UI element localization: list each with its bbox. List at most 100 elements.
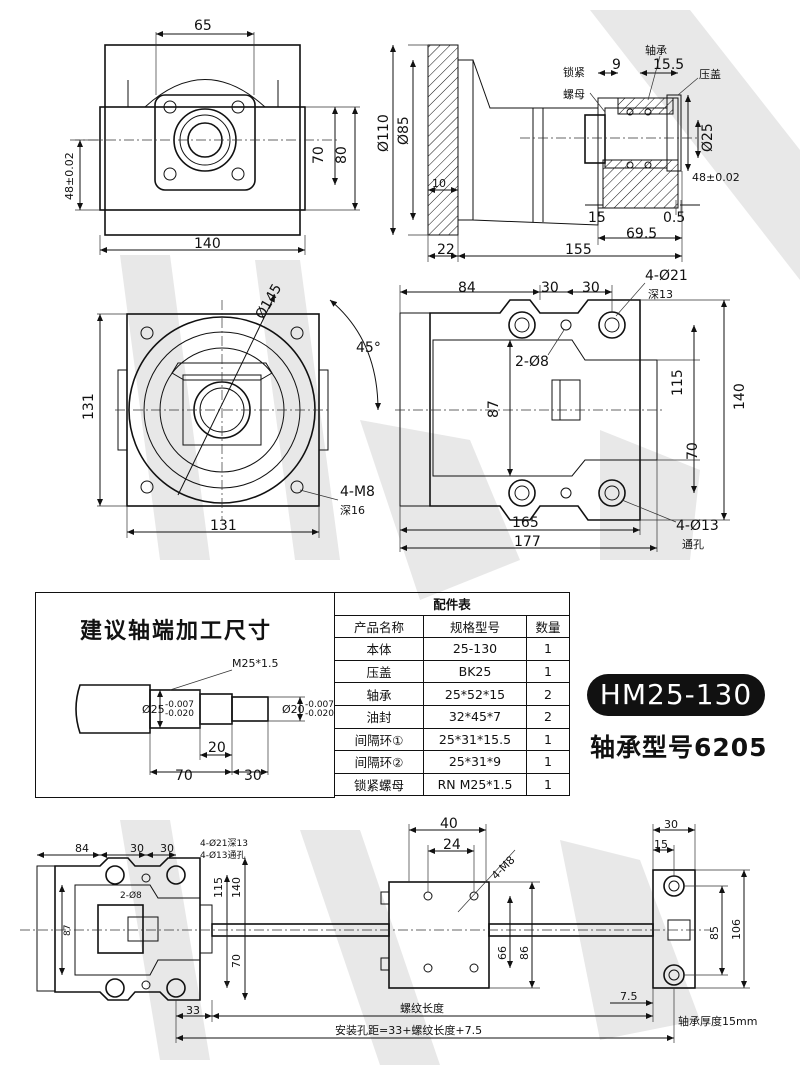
label-cover: 压盖 xyxy=(699,67,721,81)
cell: 压盖 xyxy=(334,659,424,684)
dim-0-5: 0.5 xyxy=(663,210,685,226)
suggest-title: 建议轴端加工尺寸 xyxy=(80,619,273,644)
col-qty: 数量 xyxy=(526,614,570,639)
dim-d25: Ø25 xyxy=(700,123,716,152)
dim-22: 22 xyxy=(437,242,455,258)
shaft-len70: 70 xyxy=(175,768,193,784)
asm-106: 106 xyxy=(730,919,743,940)
dim-45deg: 45° xyxy=(356,340,381,356)
asm-66: 66 xyxy=(496,946,509,960)
cell: 2 xyxy=(526,704,570,729)
asm-15: 15 xyxy=(654,838,668,851)
label-m8-depth: 深16 xyxy=(340,504,365,517)
cell: 25*52*15 xyxy=(423,682,527,706)
cell: 1 xyxy=(526,637,570,661)
asm-30: 30 xyxy=(664,818,678,831)
cell: 25-130 xyxy=(423,637,527,661)
cell: 25*31*9 xyxy=(423,750,527,774)
col-spec: 规格型号 xyxy=(423,614,527,639)
shaft-d25: Ø25 xyxy=(142,703,165,716)
dim-10: 10 xyxy=(432,177,446,190)
dim-131v: 131 xyxy=(81,393,97,420)
parts-caption: 配件表 xyxy=(334,592,570,616)
dim-65: 65 xyxy=(194,18,212,34)
cell: 32*45*7 xyxy=(423,704,527,729)
dim-d110: Ø110 xyxy=(376,114,392,152)
cell: 1 xyxy=(526,727,570,752)
shaft-d25-tol-dn: -0.020 xyxy=(165,709,194,719)
dim-48: 48±0.02 xyxy=(63,152,76,200)
cell: 轴承 xyxy=(334,682,424,706)
cell: 锁紧螺母 xyxy=(334,772,424,797)
dim-30a: 30 xyxy=(541,280,559,296)
shaft-d25-tol-up: -0.007 xyxy=(165,700,194,710)
dim-70: 70 xyxy=(685,442,701,460)
cell: 间隔环① xyxy=(334,727,424,752)
dim-9: 9 xyxy=(612,57,621,73)
asm-140: 140 xyxy=(230,877,243,898)
cell: 油封 xyxy=(334,704,424,729)
cell: RN M25*1.5 xyxy=(423,772,527,797)
asm-84: 84 xyxy=(75,842,89,855)
label-d13-through: 通孔 xyxy=(682,538,704,551)
assembly-view: 84 30 30 4-Ø21深13 4-Ø13通孔 2-Ø8 87 115 14… xyxy=(20,816,757,1043)
asm-m8: 4-M8 xyxy=(489,854,518,883)
section-view-top: Ø110 Ø85 10 22 155 9 15.5 Ø25 48±0.02 15… xyxy=(376,43,740,262)
shaft-len30: 30 xyxy=(244,768,262,784)
col-name: 产品名称 xyxy=(334,614,424,639)
housing-side-view: 84 30 30 4-Ø21 深13 2-Ø8 87 115 140 70 16… xyxy=(395,268,748,552)
dim-70: 70 xyxy=(311,146,327,164)
label-lock2: 螺母 xyxy=(563,88,585,101)
label-bearing: 轴承 xyxy=(645,43,667,57)
flange-front-view: Ø145 45° 131 131 4-M8 深16 xyxy=(81,281,381,538)
dim-115: 115 xyxy=(670,369,686,396)
cell: BK25 xyxy=(423,659,527,684)
dim-69-5: 69.5 xyxy=(626,226,657,242)
shaft-len20: 20 xyxy=(208,740,226,756)
dim-140: 140 xyxy=(194,236,221,252)
cell: 1 xyxy=(526,750,570,774)
label-lock1: 锁紧 xyxy=(563,65,585,79)
asm-86: 86 xyxy=(518,946,531,960)
dim-177: 177 xyxy=(514,534,541,550)
shaft-end-sketch: M25*1.5 Ø25 -0.007 -0.020 Ø20 -0.007 -0.… xyxy=(75,657,334,784)
label-d21-depth: 深13 xyxy=(648,288,673,301)
shaft-d20-tol-up: -0.007 xyxy=(305,700,334,710)
shaft-thread: M25*1.5 xyxy=(232,657,278,670)
cell: 2 xyxy=(526,682,570,706)
asm-bearing-thk: 轴承厚度15mm xyxy=(678,1014,757,1028)
dim-87: 87 xyxy=(486,400,502,418)
dim-15: 15 xyxy=(588,210,606,226)
dim-d85: Ø85 xyxy=(396,116,412,145)
label-d13: 4-Ø13 xyxy=(676,518,719,534)
asm-h13: 4-Ø13通孔 xyxy=(200,850,246,861)
dim-80: 80 xyxy=(334,146,350,164)
dim-84: 84 xyxy=(458,280,476,296)
asm-thread-len: 螺纹长度 xyxy=(400,1001,444,1015)
asm-30b: 30 xyxy=(160,842,174,855)
asm-70: 70 xyxy=(230,954,243,968)
asm-85: 85 xyxy=(708,926,721,940)
front-view-top: 65 140 70 80 48±0.02 xyxy=(63,18,360,255)
dim-15-5: 15.5 xyxy=(653,57,684,73)
cell: 本体 xyxy=(334,637,424,661)
shaft-d20-tol-dn: -0.020 xyxy=(305,709,334,719)
cell: 25*31*15.5 xyxy=(423,727,527,752)
asm-install: 安装孔距=33+螺纹长度+7.5 xyxy=(335,1023,482,1037)
dim-155: 155 xyxy=(565,242,592,258)
dim-30b: 30 xyxy=(582,280,600,296)
label-d21: 4-Ø21 xyxy=(645,268,688,284)
dim-131h: 131 xyxy=(210,518,237,534)
asm-115: 115 xyxy=(212,877,225,898)
label-d8: 2-Ø8 xyxy=(515,354,549,370)
asm-24: 24 xyxy=(443,837,461,853)
